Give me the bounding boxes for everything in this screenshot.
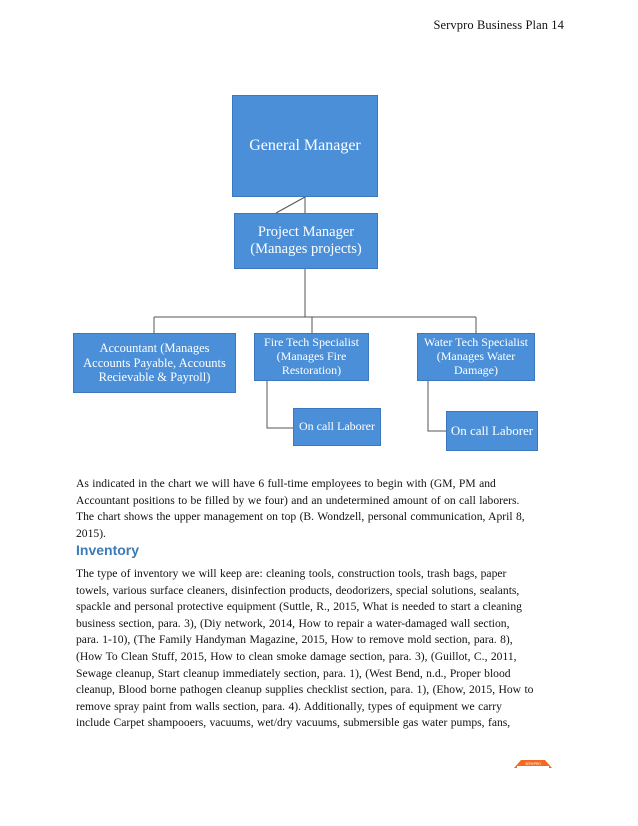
svg-text:SERVPRO: SERVPRO [525,762,541,766]
water-laborer-label: On call Laborer [450,422,534,438]
paragraph-line: para. 1-10), (The Family Handyman Magazi… [76,633,513,647]
org-chart: General Manager Project Manager (Manages… [73,95,538,451]
page-header: Servpro Business Plan 14 [433,18,564,32]
accountant-line-1: Accountant (Manages [99,341,210,356]
water-tech-line-2: (Manages Water [436,349,516,364]
project-manager-box: Project Manager (Manages projects) [234,213,378,269]
accountant-line-3: Recievable & Payroll) [98,370,211,385]
fire-tech-line-2: (Manages Fire [276,349,347,364]
org-chart-connectors [153,196,477,432]
general-manager-box: General Manager [232,95,378,197]
project-manager-role: (Manages projects) [250,241,362,257]
accountant-line-2: Accounts Payable, Accounts [83,355,226,370]
fire-laborer-label: On call Laborer [299,419,375,434]
water-tech-box: Water Tech Specialist (Manages Water Dam… [417,333,535,381]
paragraph-line: include Carpet shampooers, vacuums, wet/… [76,716,511,730]
paragraph-line: The chart shows the upper management on … [76,510,525,524]
paragraph-line: business section, para. 3), (Diy network… [76,616,510,630]
paragraph-line: Sewage cleanup, Start cleanup immediatel… [76,666,511,680]
paragraph-line: spackle and personal protective equipmen… [76,600,522,614]
paragraph-line: towels, various surface cleaners, disinf… [76,583,520,597]
paragraph-line: The type of inventory we will keep are: … [76,567,507,580]
project-manager-label: Project Manager [257,224,355,241]
paragraph-line: As indicated in the chart we will have 6… [76,477,496,490]
fire-tech-box: Fire Tech Specialist (Manages Fire Resto… [254,333,369,381]
paragraph-line: 2015). [76,526,106,540]
fire-laborer-box: On call Laborer [293,408,381,446]
paragraph-line: remove spray paint from walls section, p… [76,699,502,713]
inventory-paragraph: The type of inventory we will keep are: … [76,566,566,732]
fire-tech-line-3: Restoration) [281,362,342,377]
paragraph-line: Accountant positions to be filled by we … [76,493,520,507]
water-laborer-box: On call Laborer [446,411,538,451]
paragraph-line: (How To Clean Stuff, 2015, How to clean … [76,649,517,663]
fire-tech-line-1: Fire Tech Specialist [264,335,359,350]
paragraph-line: cleanup, Blood borne pathogen cleanup su… [76,683,534,697]
accountant-box: Accountant (Manages Accounts Payable, Ac… [73,333,236,393]
water-tech-line-3: Damage) [454,362,498,377]
servpro-logo: SERVPRO [514,760,552,769]
general-manager-label: General Manager [249,136,361,154]
inventory-heading: Inventory [76,542,140,558]
water-tech-line-1: Water Tech Specialist [424,335,528,350]
chart-description-paragraph: As indicated in the chart we will have 6… [76,476,566,542]
